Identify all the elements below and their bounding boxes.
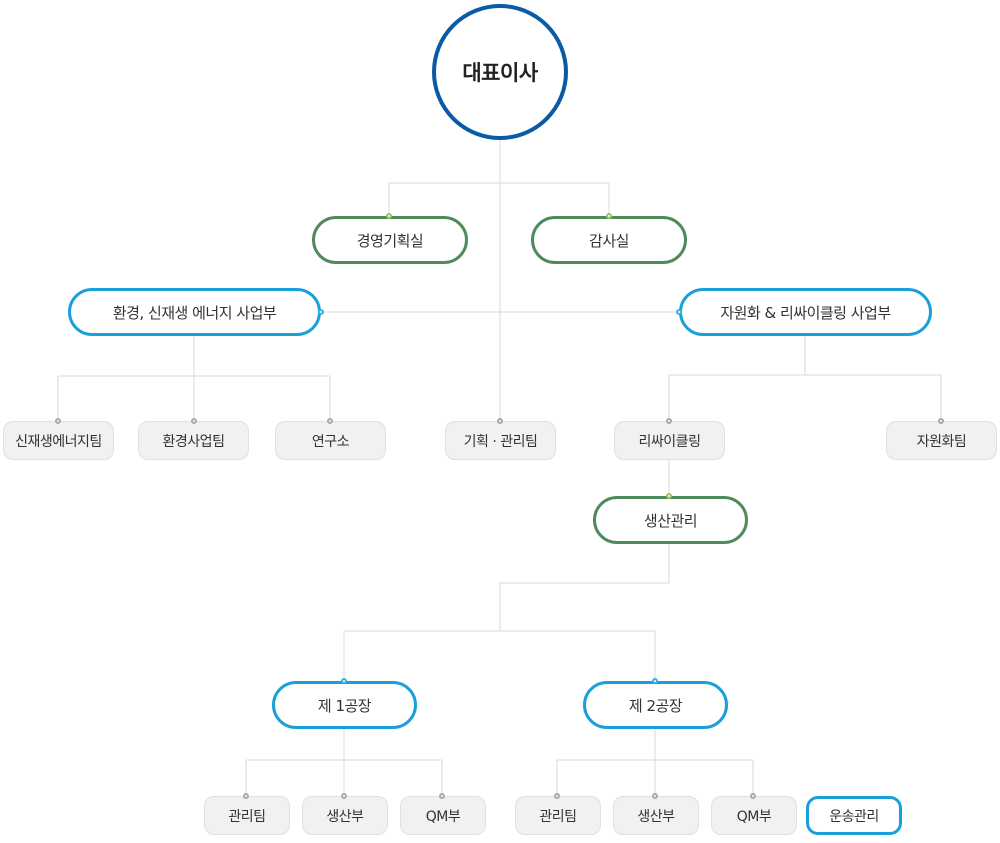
- connector-dot: [341, 678, 347, 684]
- plant2-qm-node: QM부: [711, 796, 797, 835]
- renewable-energy-team-node: 신재생에너지팀: [3, 421, 114, 460]
- connector-dot: [666, 418, 672, 424]
- planning-admin-team-node: 기획 · 관리팀: [445, 421, 556, 460]
- connector-dot: [676, 309, 682, 315]
- connector-dot: [191, 418, 197, 424]
- connector-dot: [318, 309, 324, 315]
- connector-dot: [666, 493, 672, 499]
- transport-node: 운송관리: [806, 796, 902, 835]
- connector-plants: [343, 544, 670, 681]
- connector-dot: [341, 793, 347, 799]
- connector-dot: [497, 418, 503, 424]
- plant1-production-node: 생산부: [302, 796, 388, 835]
- plant2-admin-team-node: 관리팀: [515, 796, 601, 835]
- research-lab-node: 연구소: [275, 421, 386, 460]
- connector-dot: [652, 793, 658, 799]
- connector-dot: [243, 793, 249, 799]
- connector-dot: [554, 793, 560, 799]
- connector-dot: [652, 678, 658, 684]
- plant-2-node: 제 2공장: [583, 681, 728, 729]
- plant1-admin-team-node: 관리팀: [204, 796, 290, 835]
- connector-dot: [327, 418, 333, 424]
- connector-dot: [750, 793, 756, 799]
- connector-staff: [388, 182, 610, 216]
- connector-recycle-teams: [668, 336, 942, 421]
- recycling-team-node: 리싸이클링: [614, 421, 725, 460]
- connector-plant1-teams: [245, 729, 443, 796]
- env-division-node: 환경, 신재생 에너지 사업부: [68, 288, 321, 336]
- plant1-qm-node: QM부: [400, 796, 486, 835]
- ceo-node: 대표이사: [432, 4, 568, 140]
- plant2-production-node: 생산부: [613, 796, 699, 835]
- connector-dot: [606, 213, 612, 219]
- connector-plant2-teams: [556, 729, 754, 796]
- env-business-team-node: 환경사업팀: [138, 421, 249, 460]
- connector-dot: [938, 418, 944, 424]
- production-management-node: 생산관리: [593, 496, 748, 544]
- mgmt-planning-node: 경영기획실: [312, 216, 468, 264]
- connector-dot: [55, 418, 61, 424]
- connector-dot: [386, 213, 392, 219]
- plant-1-node: 제 1공장: [272, 681, 417, 729]
- audit-node: 감사실: [531, 216, 687, 264]
- resource-team-node: 자원화팀: [886, 421, 997, 460]
- recycle-division-node: 자원화 & 리싸이클링 사업부: [679, 288, 932, 336]
- connector-env-teams: [57, 336, 331, 421]
- connector-dot: [439, 793, 445, 799]
